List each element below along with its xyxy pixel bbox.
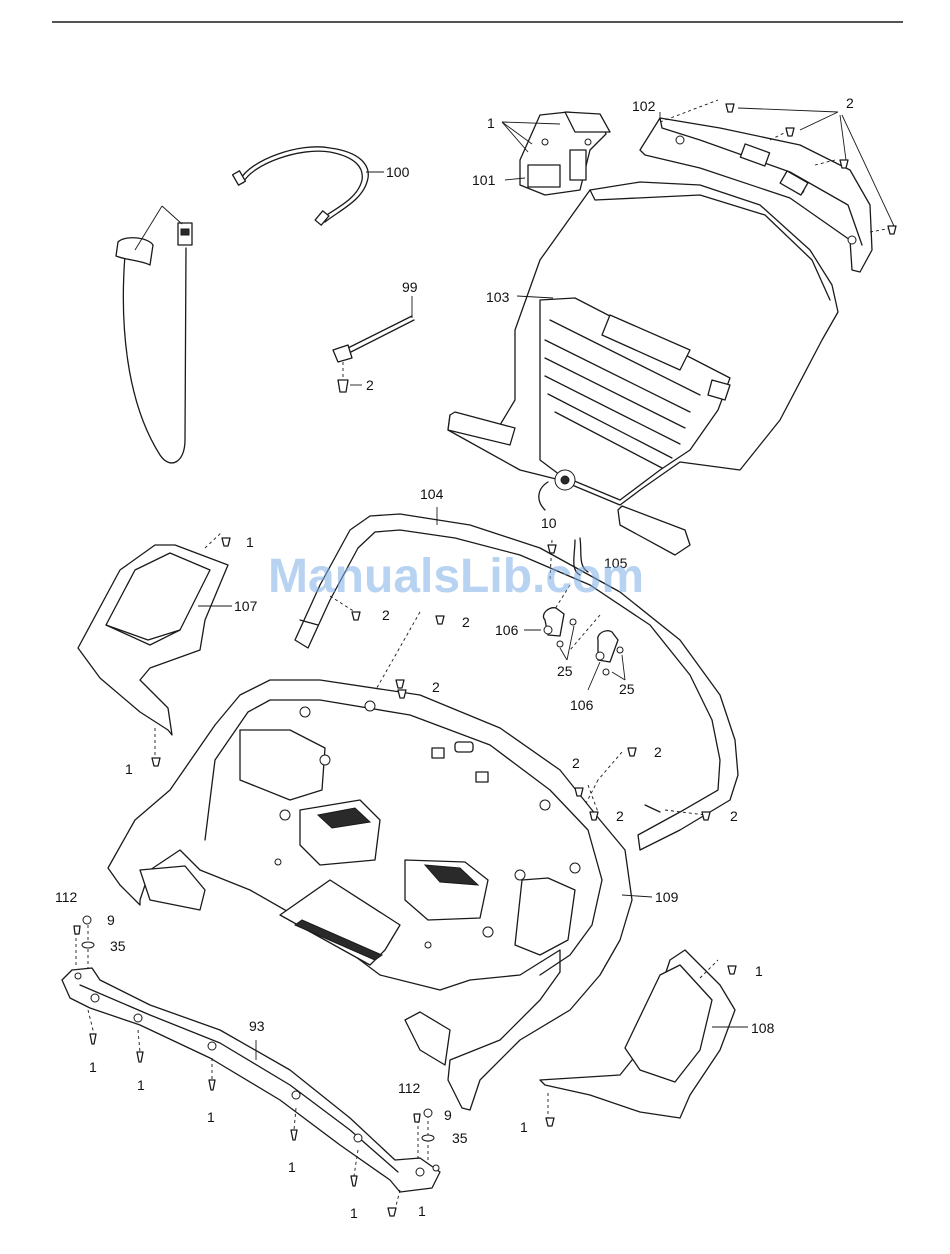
label-109: 109 [655,889,679,905]
watermark: ManualsLib.com [268,550,644,603]
label-103: 103 [486,289,510,305]
label-10: 10 [541,515,557,531]
label-1-g: 1 [207,1109,215,1125]
label-9-a: 9 [107,912,115,928]
label-108: 108 [751,1020,775,1036]
label-2-c: 2 [382,607,390,623]
label-101: 101 [472,172,496,188]
label-107: 107 [234,598,258,614]
label-2-g: 2 [572,755,580,771]
label-1-a: 1 [487,115,495,131]
label-25-b: 25 [619,681,635,697]
label-2-b: 2 [846,95,854,111]
label-1-h: 1 [520,1119,528,1135]
label-1-j: 1 [350,1205,358,1221]
label-2-a: 2 [366,377,374,393]
label-1-c: 1 [125,761,133,777]
part-106-clamp-a [524,608,576,660]
part-103-console [448,182,838,555]
part-107-left-tray [78,532,232,758]
label-99: 99 [402,279,418,295]
label-106-b: 106 [570,697,594,713]
label-1-k: 1 [418,1203,426,1219]
label-2-f: 2 [654,744,662,760]
label-35-b: 35 [452,1130,468,1146]
label-1-i: 1 [288,1159,296,1175]
label-112-b: 112 [398,1080,421,1096]
part-cable-wrap [116,206,192,463]
label-104: 104 [420,486,444,502]
label-1-b: 1 [246,534,254,550]
label-93: 93 [249,1018,265,1034]
part-101-bracket [502,112,610,195]
label-102: 102 [632,98,656,114]
label-1-f: 1 [137,1077,145,1093]
label-2-i: 2 [730,808,738,824]
label-2-h: 2 [616,808,624,824]
label-9-b: 9 [444,1107,452,1123]
part-100-cable [233,147,384,225]
label-2-d: 2 [462,614,470,630]
label-1-d: 1 [755,963,763,979]
label-100: 100 [386,164,410,180]
label-106-a: 106 [495,622,519,638]
label-112-a: 112 [55,889,78,905]
label-2-e: 2 [432,679,440,695]
label-25-a: 25 [557,663,573,679]
label-1-e: 1 [89,1059,97,1075]
label-35-a: 35 [110,938,126,954]
